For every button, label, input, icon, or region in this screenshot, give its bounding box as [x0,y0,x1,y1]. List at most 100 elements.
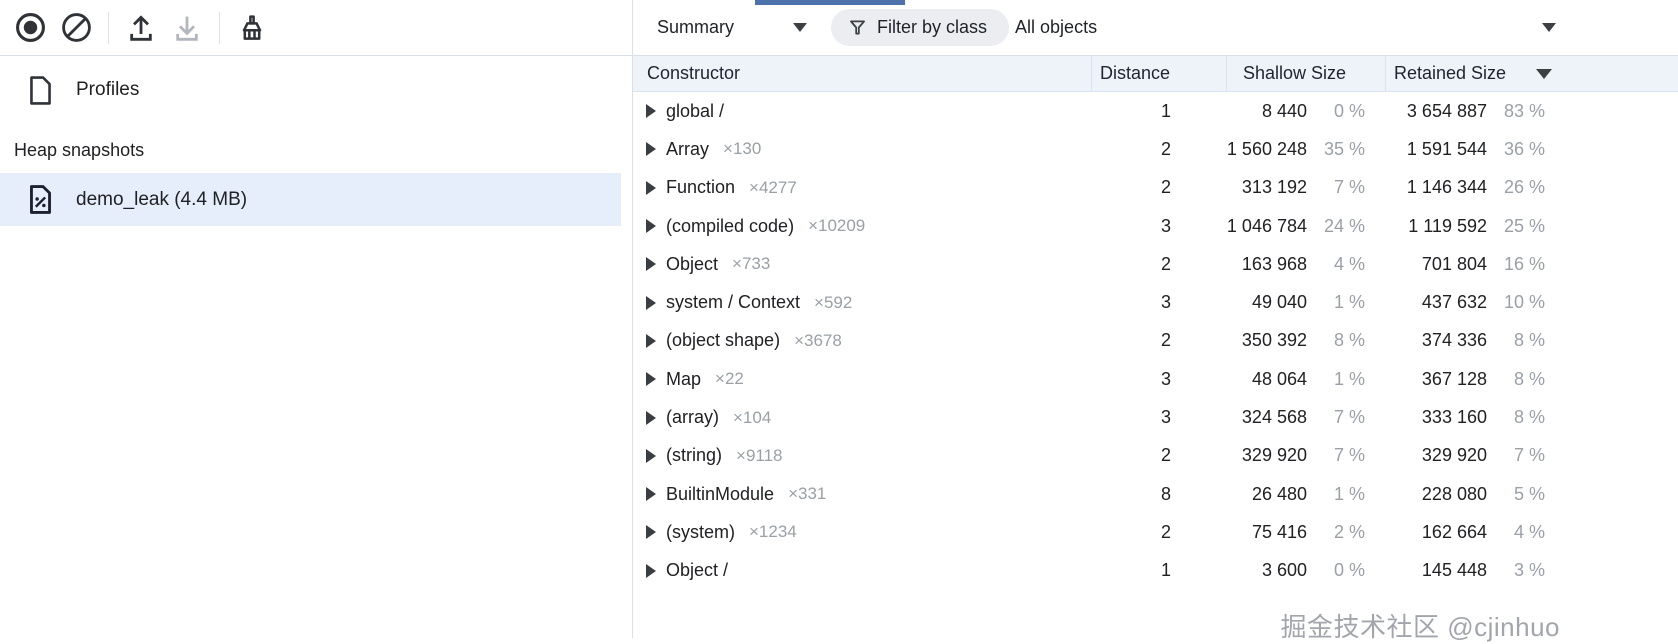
distance-cell: 2 [1160,253,1171,274]
column-header-shallow-size[interactable]: Shallow Size [1243,63,1347,83]
shallow-size-cell: 26 480 1 % [1226,484,1385,505]
table-row[interactable]: (array) ×104 3 324 568 7 % 333 160 8 % [633,398,1678,436]
column-header-constructor[interactable]: Constructor [647,63,741,83]
shallow-size-value: 1 046 784 [1226,215,1307,236]
table-row[interactable]: global / 1 8 440 0 % 3 654 887 83 % [633,92,1678,130]
distance-cell: 1 [1160,100,1171,121]
object-set-select[interactable]: All objects [1015,17,1678,38]
shallow-size-percent: 24 % [1323,215,1365,236]
collect-garbage-button[interactable] [232,8,272,48]
expand-arrow-icon[interactable] [646,333,656,348]
table-row[interactable]: BuiltinModule ×331 8 26 480 1 % 228 080 … [633,475,1678,513]
table-row[interactable]: (string) ×9118 2 329 920 7 % 329 920 7 % [633,437,1678,475]
expand-arrow-icon[interactable] [646,372,656,387]
instance-count: ×22 [715,369,744,389]
shallow-size-value: 8 440 [1261,100,1307,121]
expand-arrow-icon[interactable] [646,295,656,310]
shallow-size-cell: 48 064 1 % [1226,369,1385,390]
retained-size-cell: 374 336 8 % [1385,330,1678,351]
constructor-name: Object / [666,560,729,581]
expand-arrow-icon[interactable] [646,219,656,234]
instance-count: ×592 [814,292,853,312]
retained-size-cell: 701 804 16 % [1385,254,1678,275]
table-row[interactable]: system / Context ×592 3 49 040 1 % 437 6… [633,283,1678,321]
table-row[interactable]: Array ×130 2 1 560 248 35 % 1 591 544 36… [633,130,1678,168]
retained-size-cell: 1 591 544 36 % [1385,139,1678,160]
table-row[interactable]: Map ×22 3 48 064 1 % 367 128 8 % [633,360,1678,398]
shallow-size-cell: 163 968 4 % [1226,254,1385,275]
heap-snapshot-grid: Constructor Distance Shallow Size Retain… [633,56,1678,642]
distance-cell: 8 [1160,483,1171,504]
column-header-retained-size[interactable]: Retained Size [1385,63,1678,84]
constructor-cell: (system) ×1234 [633,522,1091,543]
class-filter-input[interactable]: Filter by class [831,9,1010,46]
content-row: Profiles Heap snapshots demo_leak (4.4 M… [0,56,1678,642]
clear-button[interactable] [56,8,96,48]
constructor-cell: (array) ×104 [633,407,1091,428]
shallow-size-cell: 324 568 7 % [1226,407,1385,428]
shallow-size-percent: 1 % [1333,368,1365,389]
shallow-size-value: 26 480 [1251,483,1307,504]
table-row[interactable]: Object / 1 3 600 0 % 145 448 3 % [633,552,1678,590]
retained-size-percent: 8 % [1513,330,1545,351]
load-profile-button[interactable] [121,8,161,48]
instance-count: ×3678 [794,330,842,350]
retained-size-value: 145 448 [1421,560,1487,581]
shallow-size-value: 49 040 [1251,292,1307,313]
sidebar-item-snapshot-demo-leak[interactable]: demo_leak (4.4 MB) [0,173,621,226]
retained-size-value: 374 336 [1421,330,1487,351]
table-row[interactable]: (object shape) ×3678 2 350 392 8 % 374 3… [633,322,1678,360]
column-header-distance[interactable]: Distance [1100,63,1171,83]
constructor-cell: Function ×4277 [633,177,1091,198]
constructor-name: (array) [666,407,719,428]
clear-icon [61,13,91,42]
table-row[interactable]: Function ×4277 2 313 192 7 % 1 146 344 2… [633,169,1678,207]
shallow-size-value: 75 416 [1251,521,1307,542]
constructor-cell: (string) ×9118 [633,445,1091,466]
expand-arrow-icon[interactable] [646,525,656,540]
shallow-size-cell: 75 416 2 % [1226,522,1385,543]
retained-size-value: 3 654 887 [1406,100,1487,121]
expand-arrow-icon[interactable] [646,257,656,272]
expand-arrow-icon[interactable] [646,487,656,502]
toolbar-separator [108,11,109,44]
expand-arrow-icon[interactable] [646,410,656,425]
shallow-size-cell: 1 046 784 24 % [1226,216,1385,237]
retained-size-cell: 3 654 887 83 % [1385,101,1678,122]
shallow-size-cell: 49 040 1 % [1226,292,1385,313]
grid-header: Constructor Distance Shallow Size Retain… [633,56,1678,92]
expand-arrow-icon[interactable] [646,142,656,157]
table-row[interactable]: (system) ×1234 2 75 416 2 % 162 664 4 % [633,513,1678,551]
retained-size-cell: 228 080 5 % [1385,484,1678,505]
constructor-name: (string) [666,445,723,466]
constructor-cell: global / [633,101,1091,122]
retained-size-cell: 437 632 10 % [1385,292,1678,313]
expand-arrow-icon[interactable] [646,104,656,119]
sidebar-item-profiles[interactable]: Profiles [0,64,632,116]
distance-cell: 3 [1160,292,1171,313]
instance-count: ×130 [723,139,762,159]
constructor-cell: Object ×733 [633,254,1091,275]
expand-arrow-icon[interactable] [646,448,656,463]
save-profile-button[interactable] [167,8,207,48]
perspective-select[interactable]: Summary [647,11,817,44]
shallow-size-value: 313 192 [1241,177,1307,198]
shallow-size-percent: 1 % [1333,483,1365,504]
expand-arrow-icon[interactable] [646,180,656,195]
expand-arrow-icon[interactable] [646,563,656,578]
constructor-cell: (object shape) ×3678 [633,330,1091,351]
constructor-cell: (compiled code) ×10209 [633,216,1091,237]
distance-cell: 2 [1160,138,1171,159]
retained-size-percent: 8 % [1513,368,1545,389]
retained-size-percent: 5 % [1513,483,1545,504]
record-button[interactable] [10,8,50,48]
retained-size-percent: 26 % [1503,177,1545,198]
constructor-cell: Object / [633,560,1091,581]
table-row[interactable]: Object ×733 2 163 968 4 % 701 804 16 % [633,245,1678,283]
constructor-name: (compiled code) [666,215,795,236]
table-row[interactable]: (compiled code) ×10209 3 1 046 784 24 % … [633,207,1678,245]
sort-descending-icon [1536,68,1552,79]
profiles-sidebar: Profiles Heap snapshots demo_leak (4.4 M… [0,56,633,638]
active-tab-indicator [755,0,905,5]
retained-size-value: 437 632 [1421,292,1487,313]
